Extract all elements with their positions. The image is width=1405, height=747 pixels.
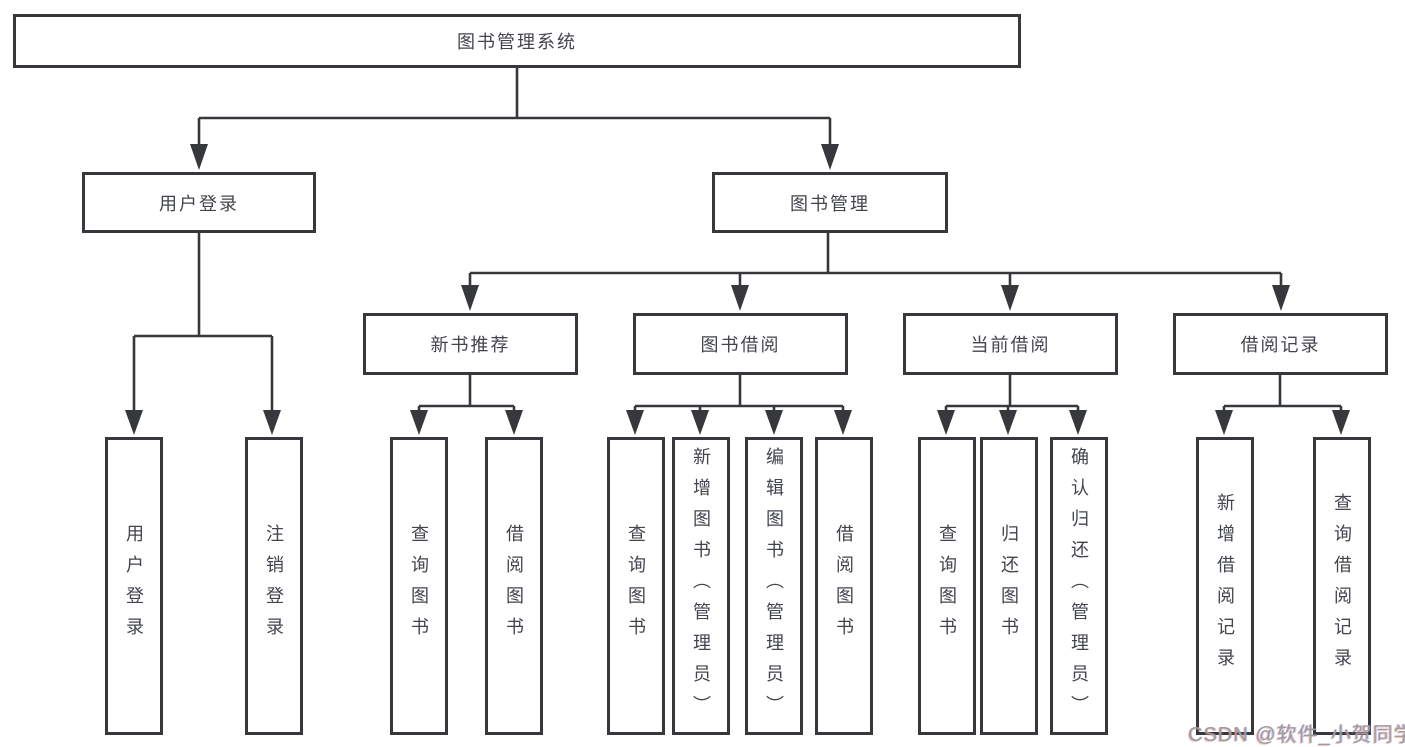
leaf-add-book-admin-label: 新增图书（管理员） (691, 446, 711, 726)
arrow-down-icon (834, 410, 852, 435)
arrow-down-icon (765, 410, 783, 435)
leaf-query-books-recommend: 查询图书 (390, 437, 448, 735)
arrow-down-icon (1272, 285, 1290, 311)
node-book-borrow: 图书借阅 (633, 313, 848, 375)
csdn-watermark: CSDN @软件_小贺同学 (1188, 724, 1405, 746)
leaf-borrow-books-recommend-label: 借阅图书 (504, 524, 524, 648)
leaf-query-books-current: 查询图书 (918, 437, 976, 735)
arrow-down-icon (1069, 410, 1087, 435)
arrow-down-icon (1332, 410, 1350, 435)
arrow-down-icon (626, 410, 644, 435)
node-root-label: 图书管理系统 (457, 32, 577, 52)
leaf-borrow-books-borrow: 借阅图书 (815, 437, 873, 735)
node-borrow-records-label: 借阅记录 (1240, 335, 1321, 355)
leaf-return-book-label: 归还图书 (999, 524, 1019, 648)
arrow-down-icon (461, 285, 479, 311)
arrow-down-icon (125, 410, 143, 435)
leaf-query-books-borrow: 查询图书 (607, 437, 665, 735)
leaf-return-book: 归还图书 (980, 437, 1038, 735)
leaf-query-books-current-label: 查询图书 (937, 524, 957, 648)
node-user-login: 用户登录 (82, 172, 316, 233)
leaf-logout: 注销登录 (245, 437, 303, 735)
leaf-edit-book-admin: 编辑图书（管理员） (745, 437, 803, 735)
leaf-logout-label: 注销登录 (264, 524, 284, 648)
arrow-down-icon (821, 144, 839, 170)
leaf-add-borrow-record-label: 新增借阅记录 (1215, 493, 1235, 679)
leaf-confirm-return-admin: 确认归还（管理员） (1050, 437, 1108, 735)
arrow-down-icon (1215, 410, 1233, 435)
arrow-down-icon (731, 285, 749, 311)
leaf-borrow-books-borrow-label: 借阅图书 (834, 524, 854, 648)
node-user-login-label: 用户登录 (159, 193, 239, 214)
node-root: 图书管理系统 (13, 14, 1021, 68)
leaf-borrow-books-recommend: 借阅图书 (485, 437, 543, 735)
leaf-edit-book-admin-label: 编辑图书（管理员） (764, 446, 784, 726)
leaf-confirm-return-admin-label: 确认归还（管理员） (1069, 446, 1089, 726)
arrow-down-icon (937, 410, 955, 435)
node-current-borrow: 当前借阅 (903, 313, 1118, 375)
arrow-down-icon (190, 144, 208, 170)
leaf-query-books-recommend-label: 查询图书 (409, 524, 429, 648)
node-borrow-records: 借阅记录 (1173, 313, 1388, 375)
arrow-down-icon (410, 410, 428, 435)
node-current-borrow-label: 当前借阅 (970, 335, 1051, 355)
leaf-query-borrow-record-label: 查询借阅记录 (1332, 493, 1352, 679)
leaf-add-borrow-record: 新增借阅记录 (1196, 437, 1254, 735)
leaf-user-login: 用户登录 (105, 437, 163, 735)
node-new-book-recommend-label: 新书推荐 (430, 335, 511, 355)
node-new-book-recommend: 新书推荐 (363, 313, 578, 375)
leaf-query-borrow-record: 查询借阅记录 (1313, 437, 1371, 735)
arrow-down-icon (1001, 285, 1019, 311)
node-book-management-label: 图书管理 (790, 193, 870, 214)
node-book-borrow-label: 图书借阅 (700, 335, 781, 355)
arrow-down-icon (505, 410, 523, 435)
leaf-user-login-label: 用户登录 (124, 524, 144, 648)
leaf-query-books-borrow-label: 查询图书 (626, 524, 646, 648)
leaf-add-book-admin: 新增图书（管理员） (672, 437, 730, 735)
node-book-management: 图书管理 (712, 172, 948, 233)
arrow-down-icon (263, 410, 281, 435)
arrow-down-icon (999, 410, 1017, 435)
arrow-down-icon (691, 410, 709, 435)
